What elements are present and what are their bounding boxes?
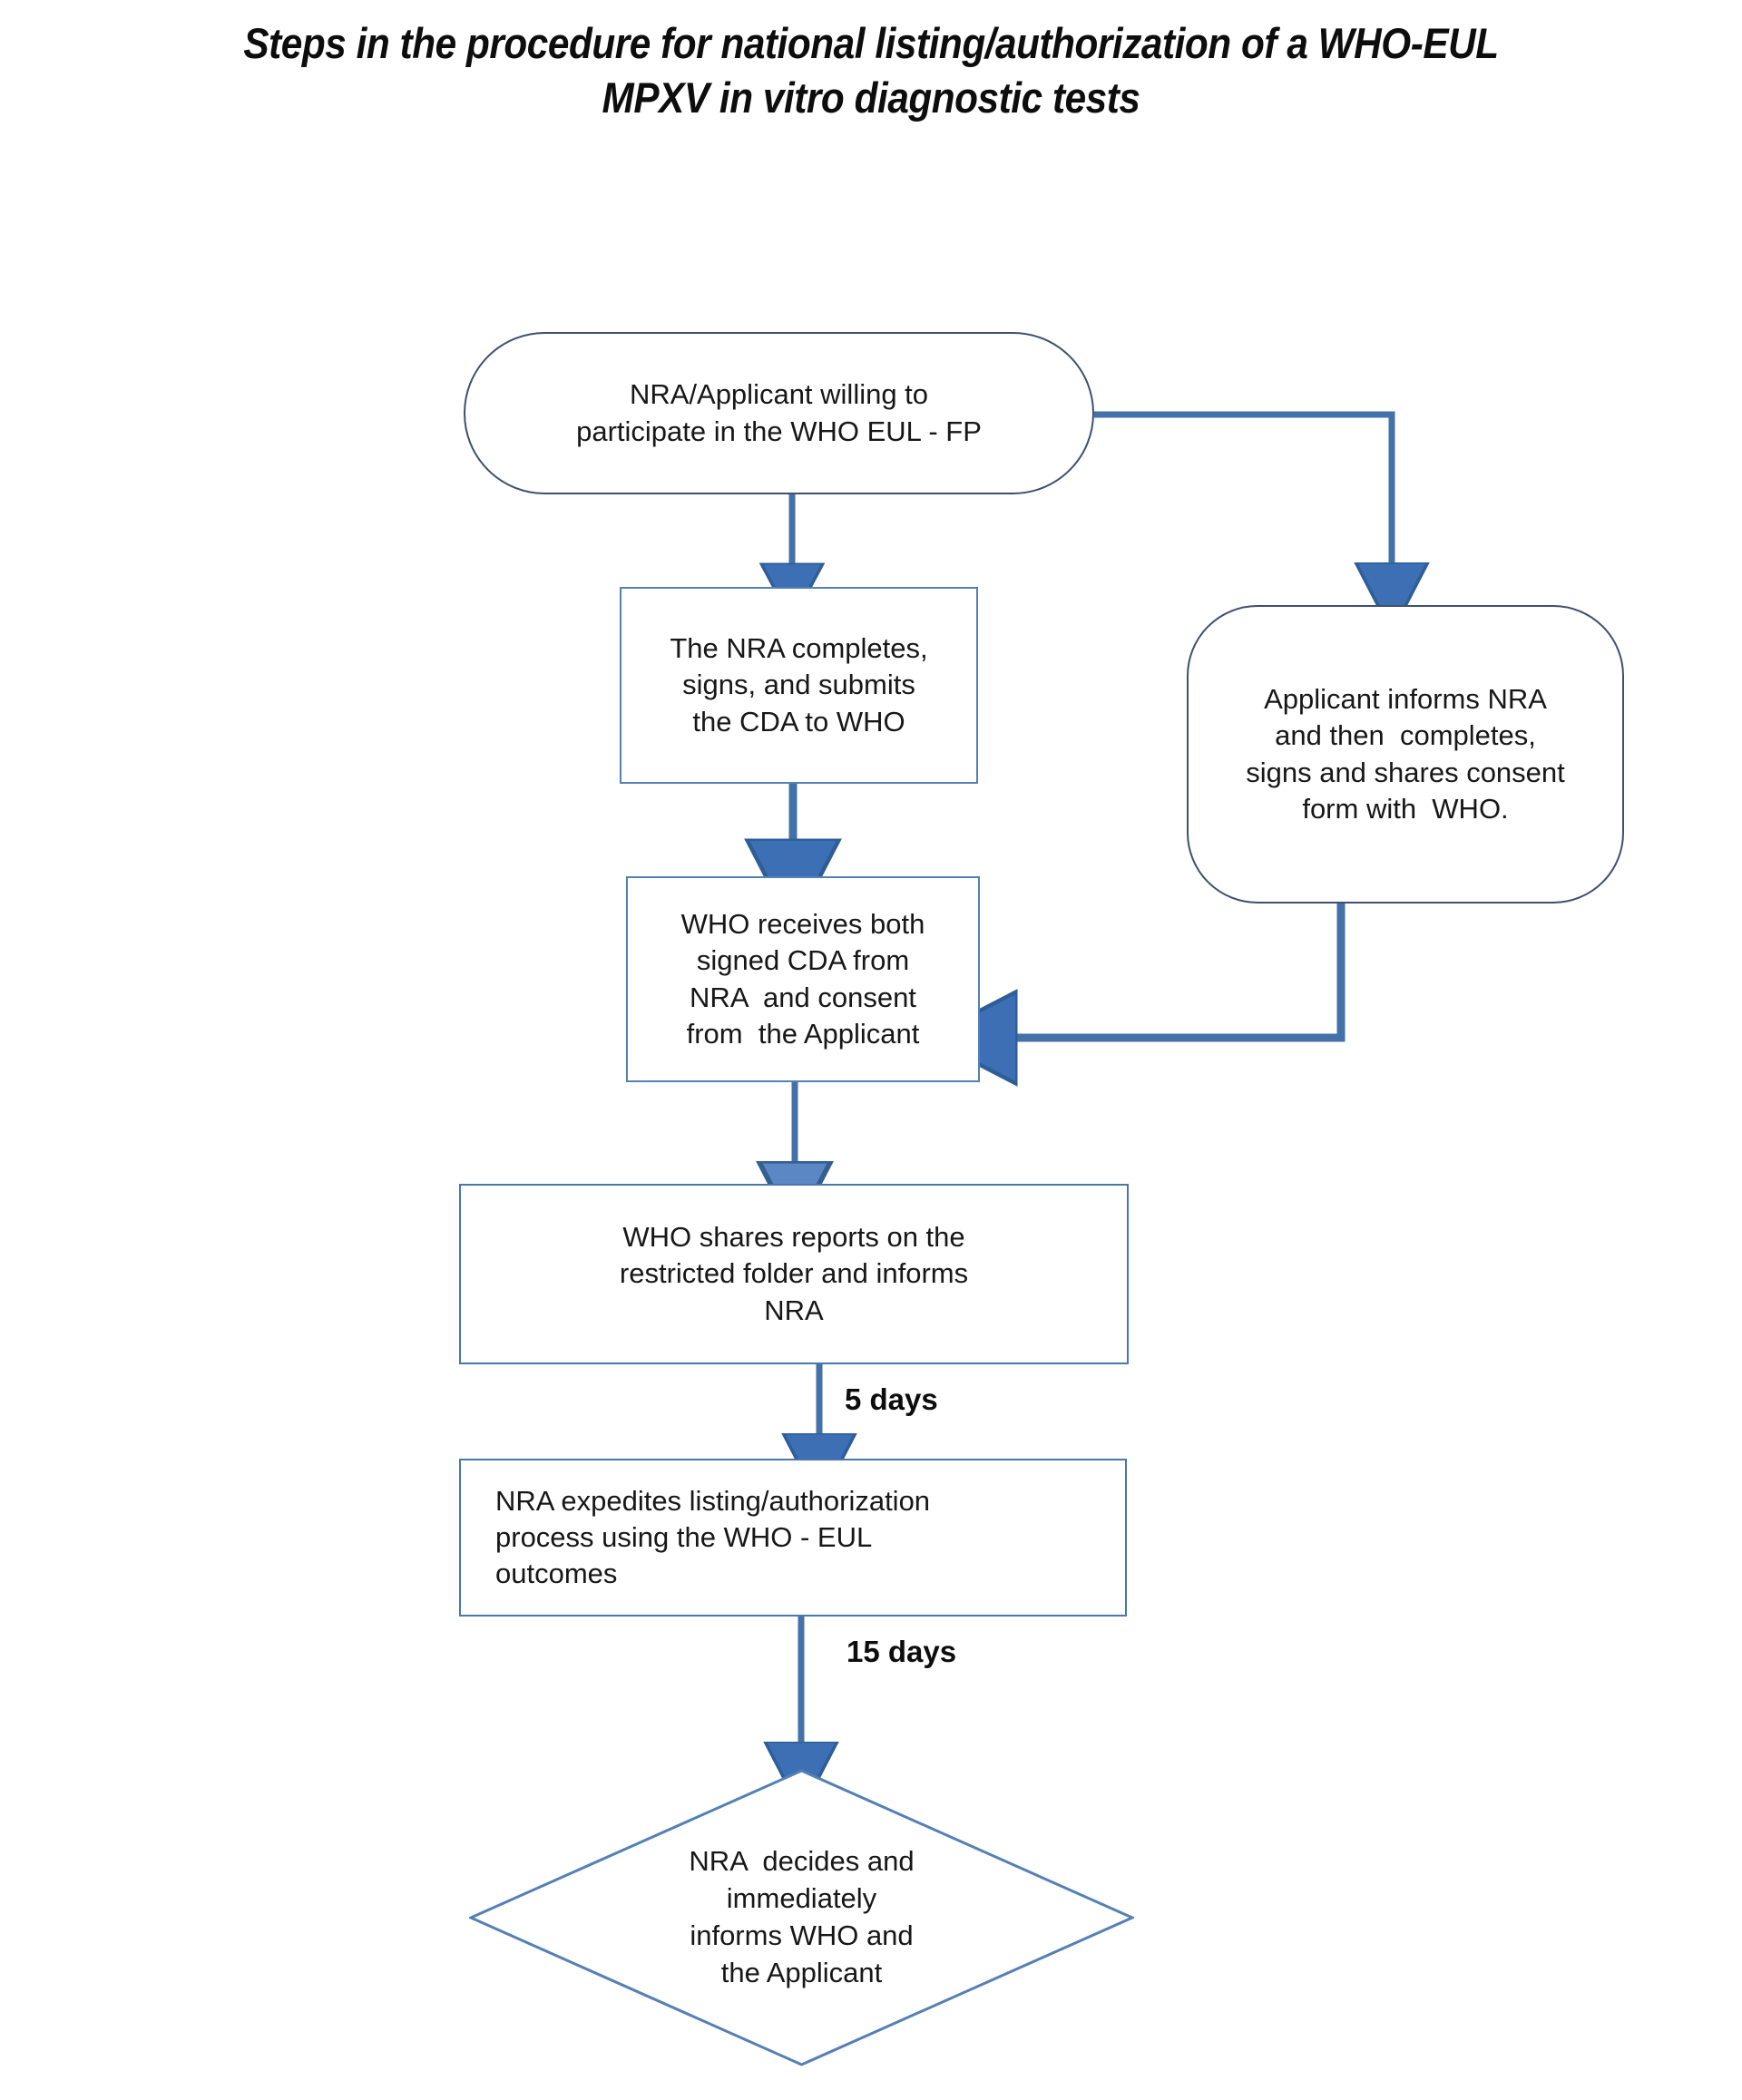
node-nra-expedites-line-2: process using the WHO - EUL xyxy=(495,1520,873,1553)
node-applicant-consent[interactable]: Applicant informs NRA and then completes… xyxy=(1187,605,1624,903)
page-title-line-2: MPXV in vitro diagnostic tests xyxy=(602,73,1140,122)
node-nra-cda-line-3: the CDA to WHO xyxy=(692,705,905,737)
node-nra-cda-line-1: The NRA completes, xyxy=(670,632,928,665)
node-who-shares[interactable]: WHO shares reports on the restricted fol… xyxy=(459,1184,1129,1364)
node-who-shares-line-2: restricted folder and informs xyxy=(619,1257,969,1290)
node-nra-decides[interactable]: NRA decides and immediately informs WHO … xyxy=(469,1769,1134,2066)
node-who-receives-line-2: signed CDA from xyxy=(696,944,910,977)
node-nra-cda-line-2: signs, and submits xyxy=(682,669,915,701)
edge-label-5-days: 5 days xyxy=(845,1382,938,1416)
page-title: Steps in the procedure for national list… xyxy=(87,16,1655,125)
node-who-shares-text: WHO shares reports on the restricted fol… xyxy=(461,1219,1127,1329)
node-applicant-consent-text: Applicant informs NRA and then completes… xyxy=(1189,681,1622,827)
node-who-shares-line-3: NRA xyxy=(764,1294,824,1326)
node-applicant-consent-line-2: and then completes, xyxy=(1275,719,1536,752)
node-who-receives-text: WHO receives both signed CDA from NRA an… xyxy=(628,906,978,1052)
node-who-shares-line-1: WHO shares reports on the xyxy=(622,1221,965,1254)
node-start-line-1: NRA/Applicant willing to xyxy=(629,378,929,411)
node-who-receives-line-1: WHO receives both xyxy=(680,907,925,940)
node-applicant-consent-line-3: signs and shares consent xyxy=(1246,756,1565,788)
edge-applicant-consent-to-who-receives xyxy=(980,903,1346,1038)
node-nra-decides-line-2: immediately xyxy=(726,1882,877,1915)
node-nra-expedites-line-3: outcomes xyxy=(495,1558,618,1590)
node-applicant-consent-line-4: form with WHO. xyxy=(1302,792,1509,825)
node-nra-decides-line-4: the Applicant xyxy=(720,1956,883,1988)
node-nra-decides-line-3: informs WHO and xyxy=(690,1919,914,1951)
node-who-receives-line-3: NRA and consent xyxy=(690,981,916,1013)
node-nra-cda-text: The NRA completes, signs, and submits th… xyxy=(621,630,976,740)
node-start-text: NRA/Applicant willing to participate in … xyxy=(465,376,1092,450)
node-start-line-2: participate in the WHO EUL - FP xyxy=(576,415,982,447)
node-nra-decides-line-1: NRA decides and xyxy=(689,1845,915,1878)
node-start[interactable]: NRA/Applicant willing to participate in … xyxy=(464,332,1094,494)
node-nra-cda[interactable]: The NRA completes, signs, and submits th… xyxy=(620,587,978,784)
node-nra-expedites-line-1: NRA expedites listing/authorization xyxy=(495,1484,931,1517)
edge-start-to-applicant-consent xyxy=(1094,411,1392,591)
node-who-receives-line-4: from the Applicant xyxy=(686,1017,920,1050)
page-title-line-1: Steps in the procedure for national list… xyxy=(243,19,1499,67)
node-nra-decides-text: NRA decides and immediately informs WHO … xyxy=(469,1769,1134,2066)
node-nra-expedites-text: NRA expedites listing/authorization proc… xyxy=(461,1483,1125,1593)
diamond-outline xyxy=(469,1769,1134,2066)
node-applicant-consent-line-1: Applicant informs NRA xyxy=(1264,682,1547,715)
node-who-receives[interactable]: WHO receives both signed CDA from NRA an… xyxy=(626,876,980,1082)
edge-label-15-days: 15 days xyxy=(847,1635,957,1668)
node-nra-expedites[interactable]: NRA expedites listing/authorization proc… xyxy=(459,1459,1127,1617)
